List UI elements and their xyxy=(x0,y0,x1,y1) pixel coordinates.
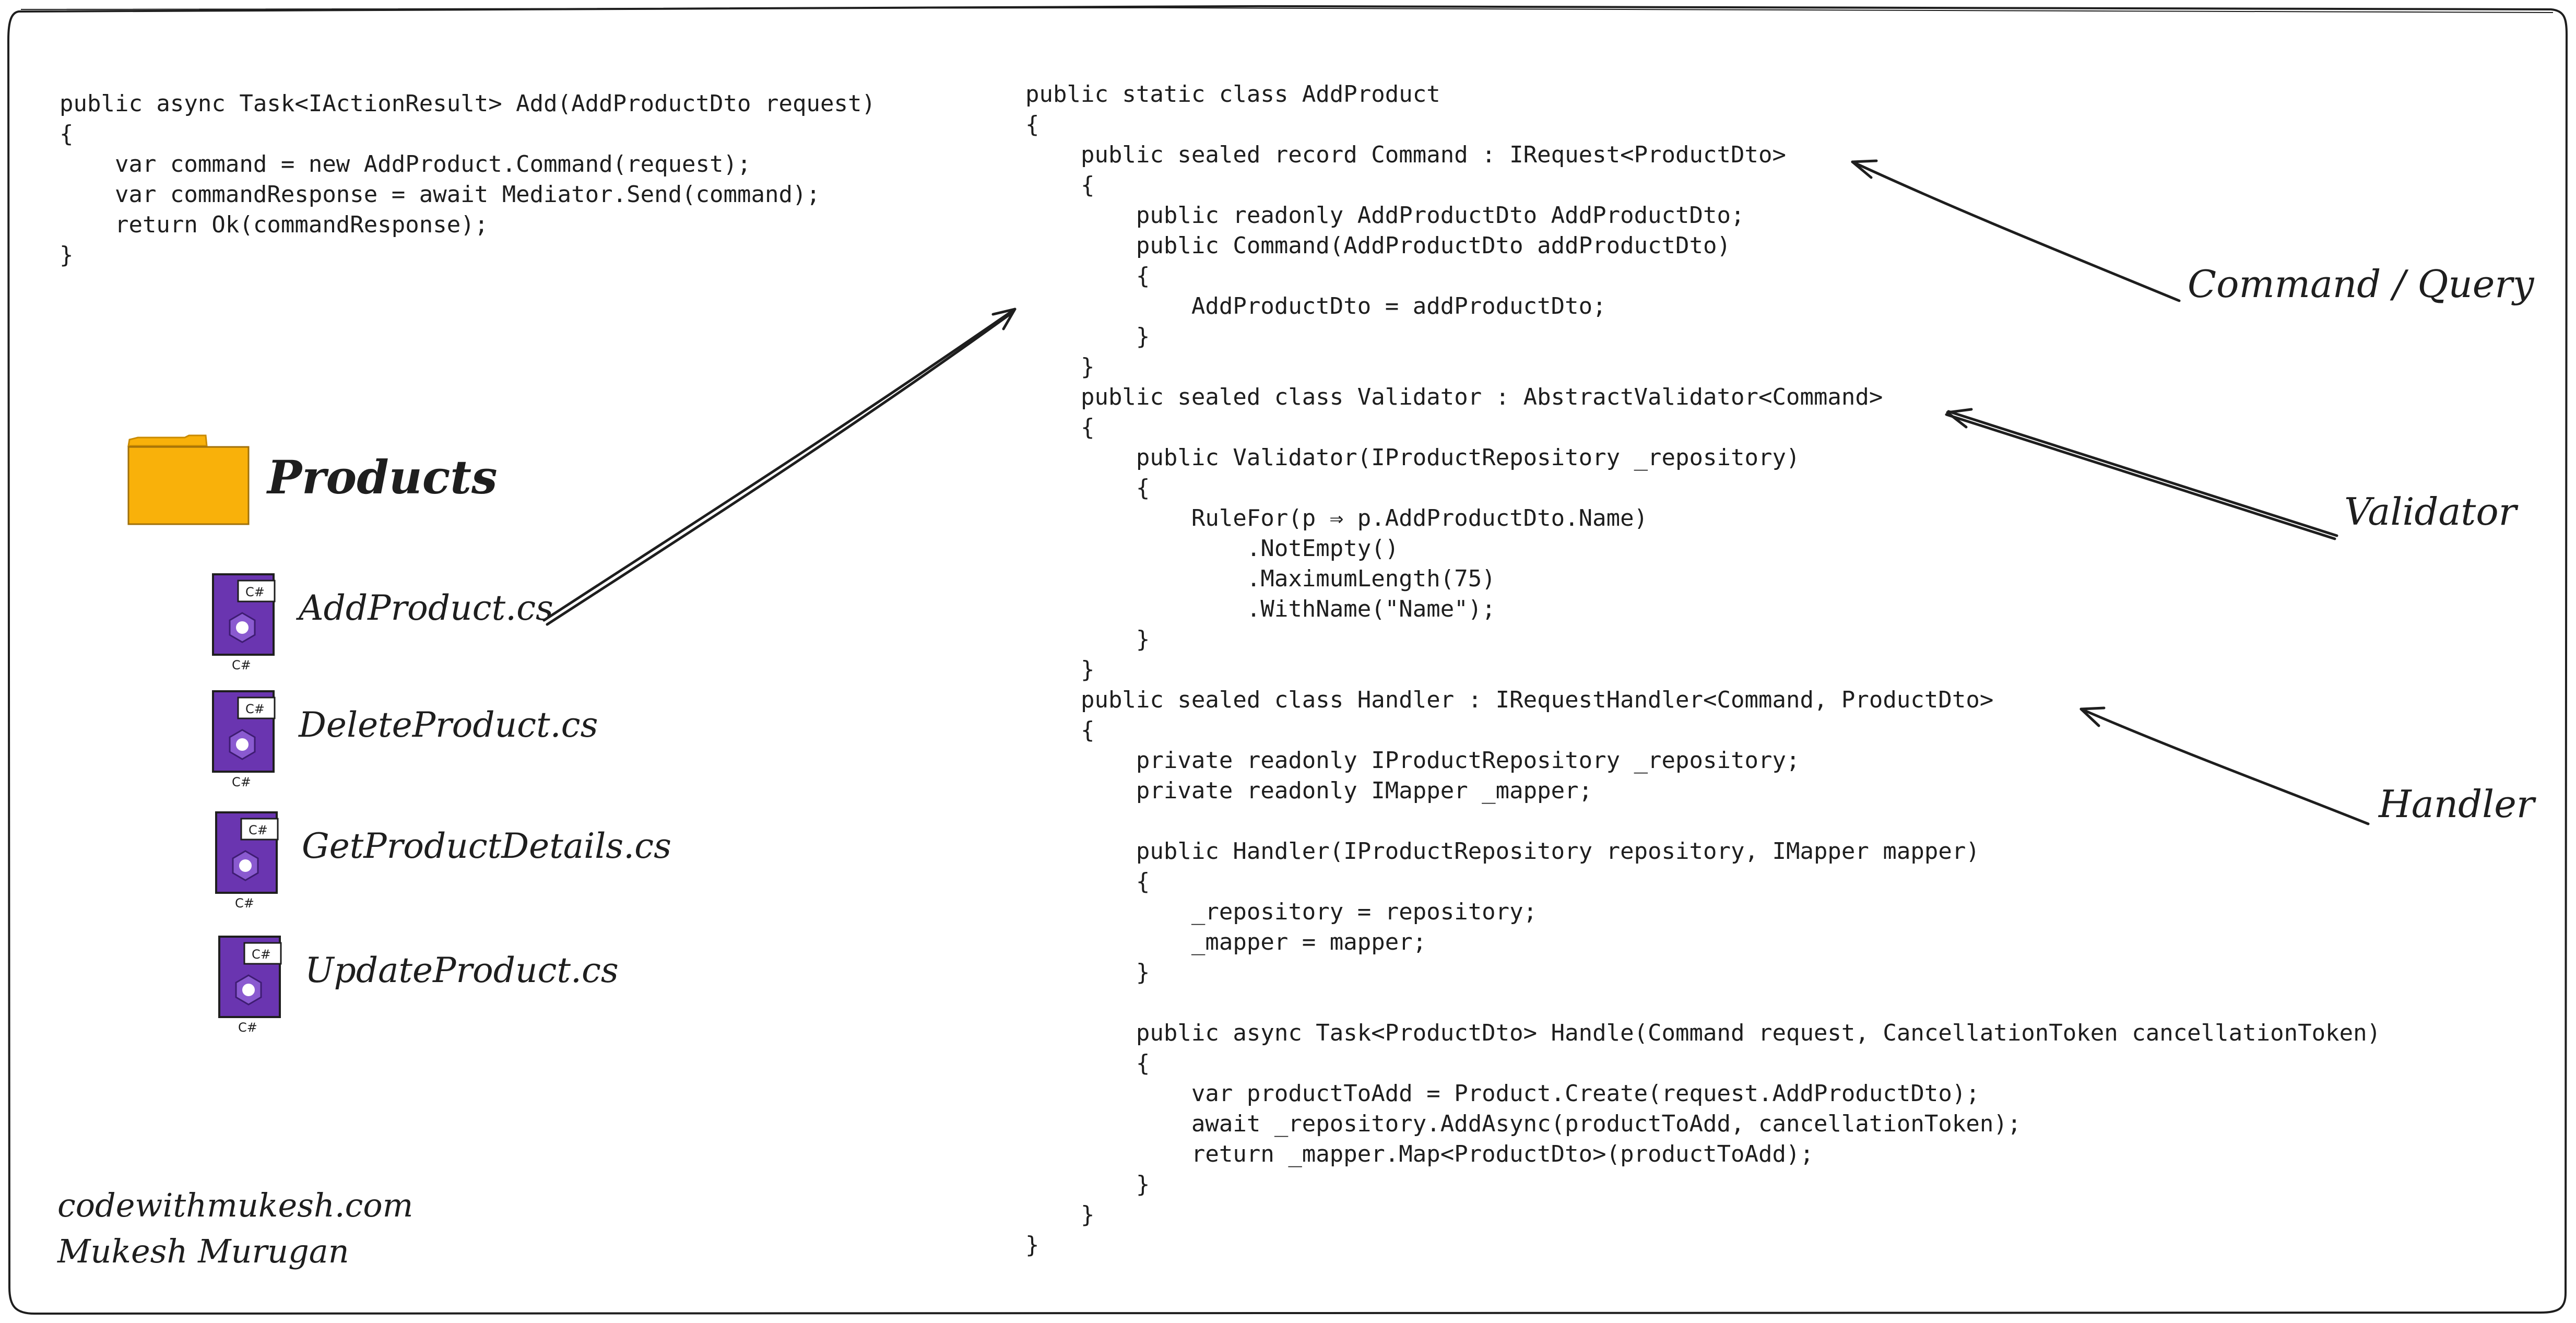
csharp-file-icon: C# C# xyxy=(218,936,282,1034)
code-line: } xyxy=(60,242,74,268)
annotation-handler: Handler xyxy=(2379,782,2535,826)
code-line: { xyxy=(1025,475,1150,501)
arrow-validator xyxy=(1945,408,2338,540)
file-badge: C# xyxy=(249,823,268,837)
code-line: } xyxy=(1025,1232,1039,1258)
code-line: } xyxy=(1025,1171,1150,1198)
code-line: public sealed class Handler : IRequestHa… xyxy=(1025,687,1994,713)
code-line: var commandResponse = await Mediator.Sen… xyxy=(60,181,820,208)
code-line: var command = new AddProduct.Command(req… xyxy=(60,151,751,178)
code-line: { xyxy=(1025,263,1150,289)
code-line: { xyxy=(60,121,74,147)
file-item-get-product-details[interactable]: C# C# GetProductDetails.cs xyxy=(214,810,684,909)
code-line: } xyxy=(1025,323,1150,350)
code-line: { xyxy=(1025,717,1095,743)
code-line: public Handler(IProductRepository reposi… xyxy=(1025,838,1980,865)
file-name: UpdateProduct.cs xyxy=(305,950,619,990)
feature-code-block: public static class AddProduct { public s… xyxy=(1025,79,2381,1260)
controller-code-block: public async Task<IActionResult> Add(Add… xyxy=(60,89,876,270)
code-line: private readonly IProductRepository _rep… xyxy=(1025,747,1800,774)
csharp-file-icon: C# C# xyxy=(212,690,276,788)
file-name: DeleteProduct.cs xyxy=(299,705,598,745)
code-line: { xyxy=(1025,111,1039,138)
code-line: var productToAdd = Product.Create(reques… xyxy=(1025,1080,1980,1107)
code-line: public static class AddProduct xyxy=(1025,81,1440,108)
folder-icon xyxy=(127,434,250,525)
arrow-file-to-code xyxy=(542,308,1017,626)
code-line: .WithName("Name"); xyxy=(1025,596,1496,622)
code-line: public async Task<ProductDto> Handle(Com… xyxy=(1025,1020,2381,1046)
code-line: { xyxy=(1025,868,1150,895)
code-line: } xyxy=(1025,626,1150,653)
code-line: await _repository.AddAsync(productToAdd,… xyxy=(1025,1111,2022,1137)
arrow-command-query xyxy=(1851,159,2181,302)
code-line: private readonly IMapper _mapper; xyxy=(1025,777,1593,804)
file-caption: C# xyxy=(238,1020,257,1034)
code-line: public async Task<IActionResult> Add(Add… xyxy=(60,90,876,117)
arrows-layer xyxy=(542,159,2370,825)
code-line: _mapper = mapper; xyxy=(1025,929,1427,955)
credit-author: Mukesh Murugan xyxy=(57,1232,349,1270)
code-line: public sealed class Validator : Abstract… xyxy=(1025,384,1883,410)
sketch-border xyxy=(7,5,2568,1315)
code-line: } xyxy=(1025,353,1095,380)
code-line: _repository = repository; xyxy=(1025,899,1538,925)
code-line: { xyxy=(1025,172,1095,198)
csharp-file-icon: C# C# xyxy=(215,811,279,909)
file-item-add-product[interactable]: C# C# AddProduct.cs xyxy=(211,572,576,671)
code-line: return _mapper.Map<ProductDto>(productTo… xyxy=(1025,1141,1814,1167)
file-badge: C# xyxy=(245,585,265,599)
file-caption: C# xyxy=(232,658,251,671)
code-line: public Validator(IProductRepository _rep… xyxy=(1025,444,1800,471)
code-line: .MaximumLength(75) xyxy=(1025,565,1496,592)
annotation-validator: Validator xyxy=(2344,490,2517,534)
arrow-handler xyxy=(2079,706,2370,825)
code-line: return Ok(commandResponse); xyxy=(60,211,489,238)
file-caption: C# xyxy=(235,896,254,909)
code-line: RuleFor(p ⇒ p.AddProductDto.Name) xyxy=(1025,505,1648,531)
diagram-canvas: public async Task<IActionResult> Add(Add… xyxy=(3,3,2572,1319)
file-item-delete-product[interactable]: C# C# DeleteProduct.cs xyxy=(211,689,598,788)
code-line: public Command(AddProductDto addProductD… xyxy=(1025,232,1731,259)
csharp-file-icon: C# C# xyxy=(212,573,276,671)
file-badge: C# xyxy=(252,947,271,962)
annotation-command-query: Command / Query xyxy=(2188,262,2534,306)
code-line: } xyxy=(1025,656,1095,683)
code-line: } xyxy=(1025,1201,1095,1228)
file-item-update-product[interactable]: C# C# UpdateProduct.cs xyxy=(217,935,635,1034)
code-line: public sealed record Command : IRequest<… xyxy=(1025,141,1786,168)
folder-label: Products xyxy=(267,450,498,504)
file-name: GetProductDetails.cs xyxy=(302,826,671,866)
code-line: public readonly AddProductDto AddProduct… xyxy=(1025,202,1745,229)
code-line: } xyxy=(1025,959,1150,986)
credit-site: codewithmukesh.com xyxy=(57,1186,413,1224)
code-line: { xyxy=(1025,414,1095,441)
code-line: AddProductDto = addProductDto; xyxy=(1025,293,1606,320)
file-badge: C# xyxy=(245,702,265,716)
code-line: { xyxy=(1025,1050,1150,1077)
code-line: .NotEmpty() xyxy=(1025,535,1399,562)
file-caption: C# xyxy=(232,775,251,788)
file-name: AddProduct.cs xyxy=(299,588,553,628)
